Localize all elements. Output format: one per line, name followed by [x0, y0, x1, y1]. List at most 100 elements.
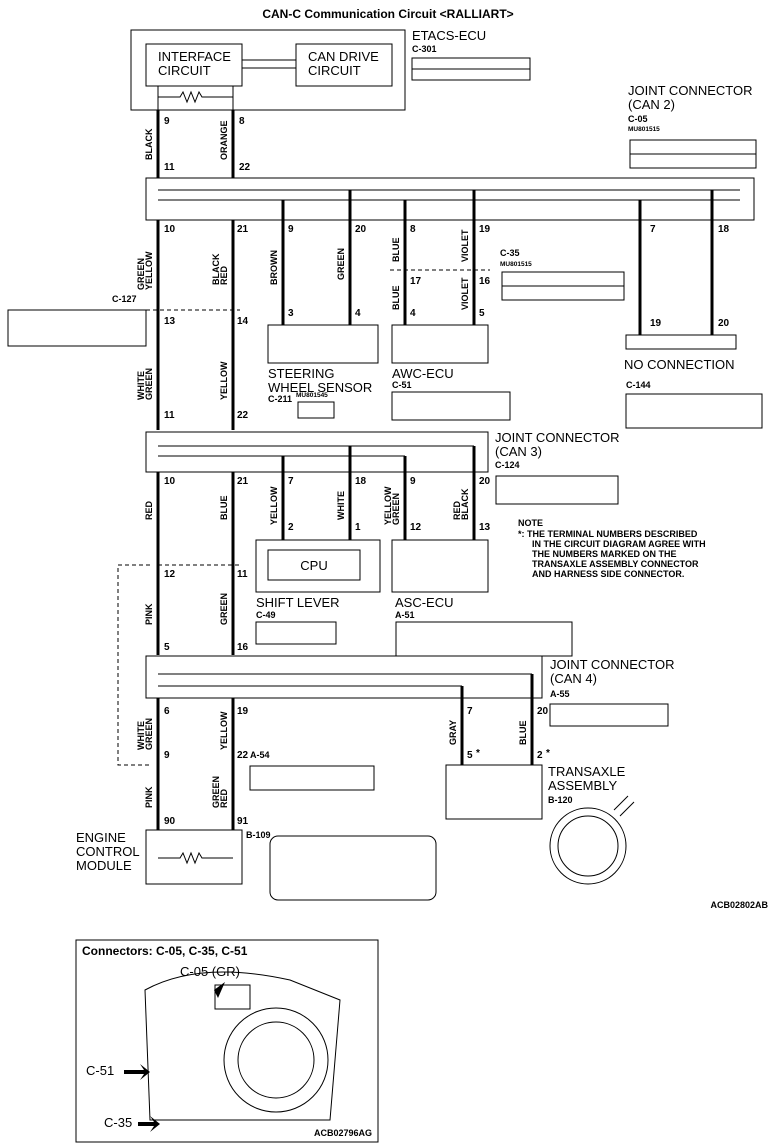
pin-a54-9: 9	[164, 750, 170, 761]
wire-color-black: BLACK	[144, 128, 154, 160]
pin-c05-10: 10	[164, 224, 176, 235]
wire-color-red-black-3: RED	[452, 500, 462, 520]
wire-color-green-white-4: WHITE	[136, 721, 146, 750]
wire-color-orange: ORANGE	[219, 120, 229, 160]
inset-title: Connectors: C-05, C-35, C-51	[82, 944, 248, 958]
c127-connector-icon	[7, 309, 147, 347]
pin-a54-22: 22	[237, 750, 249, 761]
connector-location-inset	[75, 939, 379, 1143]
cpu-label: CPU	[300, 558, 327, 573]
jc-can3-id: C-124	[495, 460, 520, 470]
pin-c05-7: 7	[650, 224, 656, 235]
ecm-connector-id: B-109	[246, 830, 271, 840]
a55-connector-icon	[549, 703, 669, 727]
can-drive-circuit-label-2: CIRCUIT	[308, 63, 361, 78]
etacs-connector-id: C-301	[412, 44, 437, 54]
steering-wheel-sensor-box	[267, 324, 379, 364]
wire-color-red-black-4: BLACK	[460, 488, 470, 520]
transaxle-label-2: ASSEMBLY	[548, 778, 617, 793]
wire-color-yellow-3: YELLOW	[219, 711, 229, 750]
pin-asc-12: 12	[410, 522, 422, 533]
star-ta-2: *	[546, 748, 550, 759]
ecm-resistor-icon	[158, 851, 233, 865]
jc-can4-id: A-55	[550, 689, 570, 699]
wire-color-green-white-2: WHITE	[136, 371, 146, 400]
can-drive-circuit-box	[295, 43, 393, 87]
note-line-1: *: THE TERMINAL NUMBERS DESCRIBED	[518, 529, 698, 539]
wire-color-blue-1: BLUE	[391, 238, 401, 263]
pin-sl-2: 2	[288, 522, 294, 533]
pin-c124-10: 10	[164, 476, 176, 487]
interface-circuit-label-2: CIRCUIT	[158, 63, 211, 78]
wire-color-pink-1: PINK	[144, 603, 154, 625]
terminating-resistor-icon	[158, 90, 233, 104]
pin-a55-20: 20	[537, 706, 549, 717]
transaxle-assembly-box	[445, 764, 543, 820]
jc-can4-label-2: (CAN 4)	[550, 671, 597, 686]
transaxle-label-1: TRANSAXLE	[548, 764, 626, 779]
c51-arrow-icon	[124, 1064, 150, 1080]
asc-connector-id: A-51	[395, 610, 415, 620]
pin-c124-9: 9	[410, 476, 416, 487]
c144-connector-icon	[625, 393, 763, 429]
pin-ta-5: 5	[467, 750, 473, 761]
pin-awc-5: 5	[479, 308, 485, 319]
pin-a55-7: 7	[467, 706, 473, 717]
pin-c124-20: 20	[479, 476, 491, 487]
joint-connector-can3-box	[145, 431, 489, 473]
pin-c05-18: 18	[718, 224, 730, 235]
pin-asc-13: 13	[479, 522, 491, 533]
awc-connector-id: C-51	[392, 380, 412, 390]
wire-color-green-red-1: GREEN	[211, 776, 221, 808]
wire-color-yellow-green-2: GREEN	[136, 258, 146, 290]
c51-connector-icon	[391, 391, 511, 421]
wire-color-violet-2: VIOLET	[460, 277, 470, 310]
pin-c35-17: 17	[410, 276, 422, 287]
c35-arrow-icon	[138, 1116, 160, 1132]
pin-c05-8: 8	[410, 224, 416, 235]
wire-color-red-black-1: RED	[219, 265, 229, 285]
note-head: NOTE	[518, 518, 543, 528]
wire-color-yellow-green-4: GREEN	[391, 493, 401, 525]
awc-ecu-box	[391, 324, 489, 364]
c144-id: C-144	[626, 380, 651, 390]
wire-color-brown: BROWN	[269, 250, 279, 285]
shift-lever-label: SHIFT LEVER	[256, 595, 340, 610]
etacs-ecu-label: ETACS-ECU	[412, 28, 486, 43]
note-line-2: IN THE CIRCUIT DIAGRAM AGREE WITH	[532, 539, 706, 549]
wire-color-yellow-green-1: YELLOW	[144, 251, 154, 290]
ecm-box	[145, 829, 243, 885]
ecm-label-1: ENGINE	[76, 830, 126, 845]
c127-id: C-127	[112, 294, 137, 304]
no-connection-label: NO CONNECTION	[624, 357, 735, 372]
wire-color-blue-2: BLUE	[391, 286, 401, 311]
pin-c05-20: 20	[355, 224, 367, 235]
c124-connector-icon	[495, 475, 619, 505]
pin-c124-18: 18	[355, 476, 367, 487]
ecm-label-2: CONTROL	[76, 844, 140, 859]
a51-connector-icon	[395, 621, 573, 657]
pin-c127-13: 13	[164, 316, 176, 327]
wire-color-blue-3: BLUE	[219, 496, 229, 521]
wire-color-violet-1: VIOLET	[460, 229, 470, 262]
cpu-box	[267, 549, 361, 581]
pin-awc-4: 4	[410, 308, 416, 319]
wire-color-green-2: GREEN	[219, 593, 229, 625]
pin-c05-9: 9	[288, 224, 294, 235]
pin-sws-4: 4	[355, 308, 361, 319]
wire-color-gray: GRAY	[448, 720, 458, 745]
pin-etacs-8: 8	[239, 116, 245, 127]
pin-c124-22: 22	[237, 410, 249, 421]
steering-part: MU801545	[296, 392, 328, 399]
diagram-title: CAN-C Communication Circuit <RALLIART>	[262, 7, 513, 21]
steering-wheel-sensor-label-1: STEERING	[268, 366, 334, 381]
c05-arrow-icon	[214, 982, 225, 998]
pin-c127-14: 14	[237, 316, 249, 327]
jc-can3-label-1: JOINT CONNECTOR	[495, 430, 619, 445]
wire-color-red: RED	[144, 500, 154, 520]
pin-c124-21: 21	[237, 476, 249, 487]
jc-can2-label-1: JOINT CONNECTOR	[628, 83, 752, 98]
wire-color-yellow-green-3: YELLOW	[383, 486, 393, 525]
c35-part: MU801515	[500, 261, 532, 268]
